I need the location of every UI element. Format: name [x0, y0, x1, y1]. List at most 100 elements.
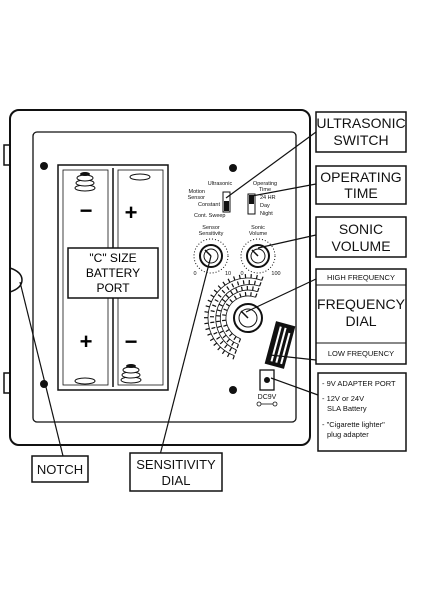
panel-sensor-sensitivity-1: Sensor: [202, 225, 220, 231]
frequency-tick: [230, 290, 234, 295]
frequency-tick: [212, 304, 217, 307]
frequency-tick: [224, 344, 228, 349]
polarity-minus-top: −: [80, 198, 93, 223]
frequency-tick: [236, 344, 239, 349]
spring-contact-bottom: [120, 364, 142, 384]
polarity-plus-top: +: [125, 200, 138, 225]
polarity-minus-bottom: −: [125, 329, 138, 354]
callout-power-options: [317, 372, 407, 452]
callout-power-item2-l1: - 12V or 24V: [322, 394, 364, 403]
frequency-tick: [225, 303, 230, 307]
battery-label-line3: PORT: [96, 281, 130, 295]
hinge-top: [3, 144, 10, 166]
frequency-tick: [216, 309, 222, 312]
frequency-tick: [236, 281, 240, 286]
callout-sonic-volume-l2: VOLUME: [331, 238, 390, 254]
callout-sonic-volume: [315, 216, 407, 258]
frequency-tick: [238, 274, 241, 279]
frequency-tick: [232, 355, 235, 360]
callout-operating-time: [315, 165, 407, 205]
frequency-tick: [229, 347, 233, 352]
frequency-tick: [221, 350, 226, 355]
sensitivity-max: 10: [225, 271, 231, 277]
frequency-arc: [225, 295, 256, 340]
frequency-tick: [231, 283, 235, 288]
frequency-tick: [213, 289, 218, 293]
hinge-bottom: [3, 372, 10, 394]
battery-label-line1: "C" SIZE: [89, 251, 136, 265]
panel-24hr: 24 HR: [260, 195, 276, 201]
callout-ultrasonic-switch: [315, 111, 407, 153]
frequency-tick: [221, 289, 226, 294]
frequency-tick: [233, 295, 238, 300]
sonic-volume-dial[interactable]: [240, 238, 276, 274]
frequency-tick: [242, 280, 245, 285]
callout-low-frequency: LOW FREQUENCY: [328, 349, 394, 358]
frequency-tick: [261, 276, 264, 281]
frequency-tick: [225, 328, 230, 333]
frequency-tick: [233, 276, 236, 281]
frequency-tick: [254, 293, 258, 298]
panel-motion-sensor-1: Motion: [188, 189, 205, 195]
frequency-tick: [207, 333, 212, 336]
panel-sensor-sensitivity-2: Sensitivity: [199, 231, 224, 237]
callout-sensitivity-dial-l2: DIAL: [162, 473, 191, 488]
frequency-tick: [231, 341, 235, 346]
frequency-tick: [227, 278, 231, 283]
frequency-tick: [216, 336, 221, 340]
frequency-tick: [222, 334, 227, 339]
callout-power-item2-l2: SLA Battery: [327, 404, 367, 413]
frequency-tick: [233, 336, 237, 341]
flat-contact-top: [129, 173, 151, 181]
panel-cont-sweep: Cont. Sweep: [194, 213, 226, 219]
frequency-tick: [217, 294, 222, 298]
flat-contact-bottom: [74, 377, 96, 385]
frequency-tick: [217, 285, 222, 290]
frequency-tick: [210, 310, 215, 313]
callout-frequency-dial-l2: DIAL: [345, 313, 376, 329]
panel-night: Night: [260, 211, 273, 217]
frequency-tick: [210, 294, 215, 298]
battery-label-box: [67, 247, 159, 299]
callout-power-item1: - 9V ADAPTER PORT: [322, 379, 396, 388]
screw-hole-top-right: [229, 164, 237, 172]
frequency-tick: [222, 281, 226, 286]
panel-operating-time-2: Time: [259, 187, 271, 193]
frequency-tick: [239, 293, 242, 298]
panel-ultrasonic: Ultrasonic: [208, 181, 233, 187]
frequency-tick: [252, 286, 254, 291]
panel-constant: Constant: [198, 202, 220, 208]
frequency-tick: [253, 280, 256, 285]
frequency-tick: [219, 340, 224, 345]
frequency-tick: [226, 353, 230, 358]
frequency-dial[interactable]: [233, 303, 263, 333]
frequency-tick: [219, 330, 224, 334]
frequency-tick: [207, 299, 212, 303]
frequency-tick: [234, 349, 237, 354]
frequency-tick: [209, 337, 215, 342]
frequency-tick: [204, 322, 209, 325]
callout-notch: [31, 455, 89, 483]
panel-motion-sensor-2: Sensor: [188, 195, 206, 201]
sensitivity-min: 0: [193, 271, 196, 277]
frequency-tick: [214, 299, 219, 303]
frequency-tick: [223, 308, 228, 312]
callout-operating-time-l1: OPERATING: [320, 169, 401, 185]
panel-sonic-volume-1: Sonic: [251, 225, 265, 231]
callout-sensitivity-dial-l1: SENSITIVITY: [136, 457, 216, 472]
frequency-tick: [225, 294, 230, 299]
frequency-tick: [223, 324, 228, 327]
frequency-tick: [213, 331, 218, 335]
panel-sonic-volume-2: Volume: [249, 231, 267, 237]
callout-notch-label: NOTCH: [37, 462, 83, 477]
panel-day: Day: [260, 203, 270, 209]
frequency-tick: [222, 314, 227, 316]
battery-label-line2: BATTERY: [86, 266, 140, 280]
frequency-tick: [255, 274, 258, 280]
spring-contact-top: [74, 172, 96, 192]
callout-frequency-dial-l1: FREQUENCY: [317, 296, 406, 312]
frequency-arc: [207, 277, 262, 356]
volume-max: 100: [271, 271, 280, 277]
frequency-tick: [226, 338, 231, 343]
frequency-arc: [215, 284, 260, 351]
